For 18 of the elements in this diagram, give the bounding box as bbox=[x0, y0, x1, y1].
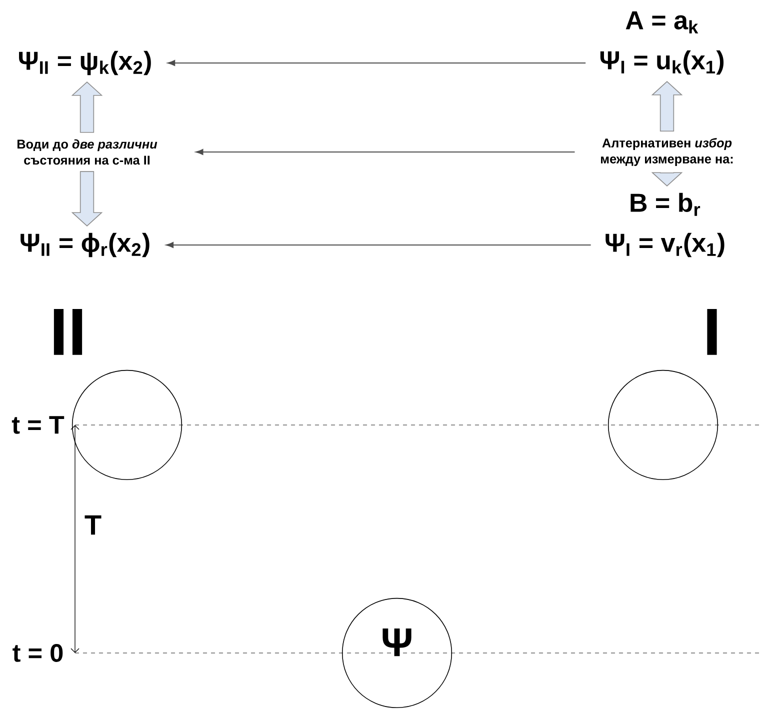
arrow bbox=[166, 242, 591, 248]
formula-text: Ψ$_{II}$ = ψ$_{k}$(x$_{2}$) bbox=[19, 50, 151, 76]
formula-text: Ψ$_{II}$ = ϕ$_{r}$(x$_{2}$) bbox=[20, 232, 150, 258]
time-label: t = 0 bbox=[12, 644, 63, 662]
interval-label: T bbox=[84, 515, 102, 535]
arrow bbox=[196, 149, 575, 155]
formula-text: B = b$_{r}$ Ψ$_{I}$ = v$_{r}$(x$_{1}$) bbox=[606, 192, 724, 258]
note-text: Води до две различни състояния на с-ма II bbox=[18, 139, 158, 165]
formula-text: A = a$_{k}$ Ψ$_{I}$ = u$_{k}$(x$_{1}$) bbox=[600, 11, 724, 75]
block-arrow bbox=[651, 81, 683, 132]
arrow bbox=[168, 60, 586, 66]
system-label: II bbox=[54, 309, 82, 355]
circle bbox=[608, 370, 718, 480]
block-arrow bbox=[71, 82, 103, 133]
block-arrow bbox=[71, 171, 103, 226]
circle bbox=[72, 370, 182, 480]
note-text: Алтернативен избор между измерване на: bbox=[601, 138, 733, 166]
block-arrow bbox=[651, 172, 683, 186]
